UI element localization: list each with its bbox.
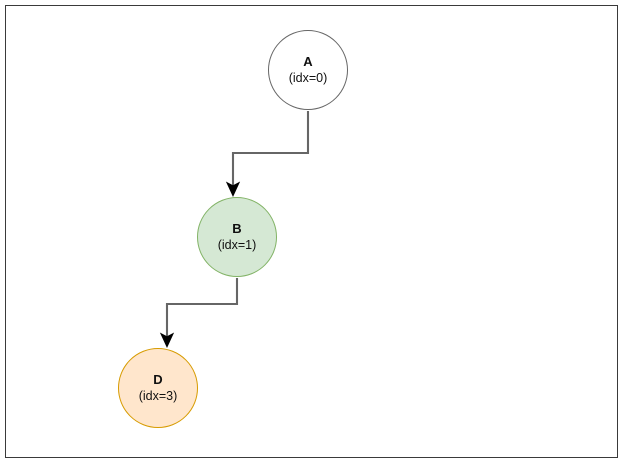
node-a-index: (idx=0) bbox=[288, 70, 328, 85]
node-d-index: (idx=3) bbox=[138, 388, 178, 403]
node-b-index: (idx=1) bbox=[217, 237, 257, 252]
node-d-label: D bbox=[153, 372, 163, 388]
node-b-label: B bbox=[232, 221, 242, 237]
node-a[interactable]: A (idx=0) bbox=[268, 30, 348, 110]
node-b[interactable]: B (idx=1) bbox=[197, 197, 277, 277]
node-a-label: A bbox=[303, 54, 313, 70]
node-d[interactable]: D (idx=3) bbox=[118, 348, 198, 428]
